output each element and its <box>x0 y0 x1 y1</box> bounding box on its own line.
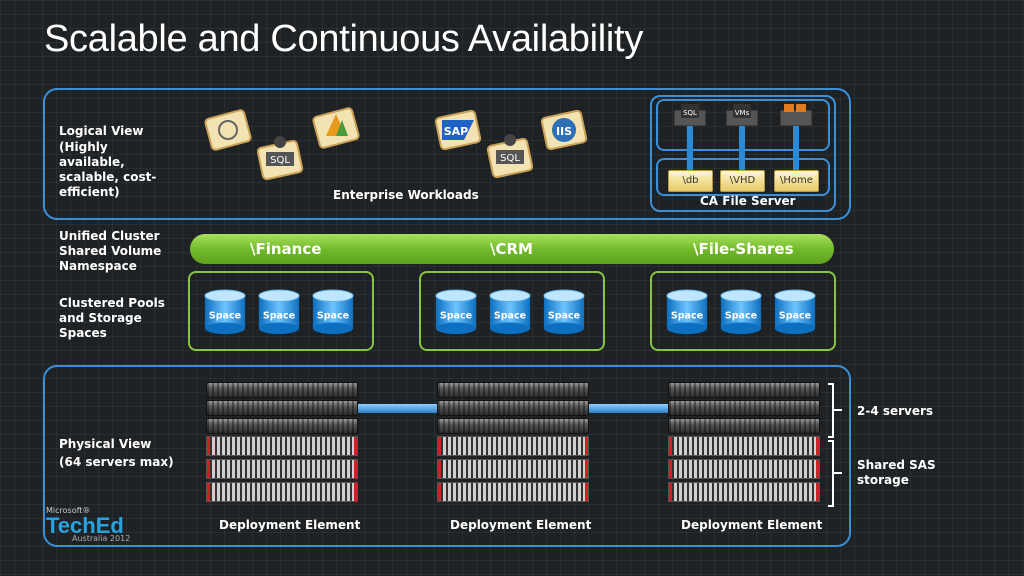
physical-view-description: (64 servers max) <box>59 455 174 469</box>
servers-label: 2-4 servers <box>857 404 934 418</box>
interconnect-link <box>588 404 670 413</box>
share-icon-label: VMs <box>735 109 750 117</box>
storage-enclosure <box>206 459 358 479</box>
share-connectors: SQL VMs <box>673 104 813 172</box>
logical-view-label: Logical View <box>59 124 144 138</box>
shared-sas-label: Shared SAS storage <box>857 458 936 487</box>
storage-space: Space <box>312 289 354 334</box>
server-unit <box>206 418 358 434</box>
ca-file-server-panel <box>650 95 836 212</box>
storage-bracket <box>828 440 834 507</box>
workload-sharepoint-icon <box>312 107 360 149</box>
server-unit <box>668 418 820 434</box>
storage-space-label: Space <box>263 311 296 322</box>
logo-name: TechEd <box>46 513 124 538</box>
storage-pool <box>188 271 374 351</box>
storage-enclosure <box>206 436 358 456</box>
deployment-element <box>206 382 358 505</box>
logo-brand: Microsoft® <box>46 506 91 515</box>
server-unit <box>206 400 358 416</box>
server-unit <box>206 382 358 398</box>
storage-space-label: Space <box>440 311 473 322</box>
server-unit <box>437 400 589 416</box>
storage-space: Space <box>774 289 816 334</box>
deployment-element-label: Deployment Element <box>681 518 823 532</box>
storage-space: Space <box>720 289 762 334</box>
share-folder-vhd: \VHD <box>720 170 765 192</box>
server-unit <box>437 382 589 398</box>
storage-space: Space <box>666 289 708 334</box>
physical-view-label: Physical View <box>59 437 152 451</box>
workload-sql-icon: SQL <box>256 136 304 181</box>
bracket-tick <box>834 472 842 474</box>
deployment-element <box>437 382 589 505</box>
storage-space-label: Space <box>317 311 350 322</box>
storage-enclosure <box>206 482 358 502</box>
storage-space-label: Space <box>209 311 242 322</box>
teched-logo: Microsoft® TechEd Australia 2012 <box>46 506 130 543</box>
share-server-icon-sql: SQL <box>673 104 707 172</box>
storage-pool <box>419 271 605 351</box>
share-icon-label: SQL <box>683 109 697 117</box>
page-title: Scalable and Continuous Availability <box>44 18 644 60</box>
server-unit <box>437 418 589 434</box>
share-folder-home: \Home <box>774 170 819 192</box>
logical-view-description: (Highly available, scalable, cost-effici… <box>59 140 157 199</box>
storage-space-label: Space <box>548 311 581 322</box>
deployment-element-label: Deployment Element <box>450 518 592 532</box>
logo-sub: Australia 2012 <box>72 534 131 543</box>
workload-label: SQL <box>270 155 290 166</box>
storage-enclosure <box>668 436 820 456</box>
namespace-crm: \CRM <box>490 240 533 258</box>
namespace-label: Unified Cluster Shared Volume Namespace <box>59 229 162 273</box>
storage-space: Space <box>435 289 477 334</box>
storage-space: Space <box>258 289 300 334</box>
enterprise-workloads-label: Enterprise Workloads <box>333 188 479 202</box>
server-unit <box>668 400 820 416</box>
pools-label: Clustered Pools and Storage Spaces <box>59 296 165 340</box>
workload-label: SQL <box>500 153 520 164</box>
storage-enclosure <box>668 459 820 479</box>
share-server-icon-vms: VMs <box>725 104 759 172</box>
workload-iis-icon: IIS <box>540 109 588 151</box>
storage-space-label: Space <box>671 311 704 322</box>
storage-space: Space <box>489 289 531 334</box>
share-server-icon-home <box>779 104 813 172</box>
storage-space: Space <box>204 289 246 334</box>
storage-space-label: Space <box>725 311 758 322</box>
workload-label: IIS <box>556 125 572 138</box>
server-unit <box>668 382 820 398</box>
workload-sap-icon: SAP <box>434 109 482 151</box>
interconnect-link <box>358 404 440 413</box>
deployment-element-label: Deployment Element <box>219 518 361 532</box>
workload-generic-icon <box>204 109 252 151</box>
servers-bracket <box>828 383 834 438</box>
physical-view-panel <box>43 365 851 547</box>
namespace-bar: \Finance \CRM \File-Shares <box>190 234 834 264</box>
storage-space-label: Space <box>779 311 812 322</box>
storage-space-label: Space <box>494 311 527 322</box>
workload-sql-icon: SQL <box>486 134 534 179</box>
storage-enclosure <box>437 436 589 456</box>
deployment-element <box>668 382 820 505</box>
workloads-icons: SQL SAP SQL IIS <box>204 107 588 181</box>
storage-enclosure <box>437 459 589 479</box>
share-folder-db: \db <box>668 170 713 192</box>
storage-space: Space <box>543 289 585 334</box>
ca-file-server-label: CA File Server <box>700 194 796 208</box>
namespace-file-shares: \File-Shares <box>693 240 794 258</box>
storage-enclosure <box>668 482 820 502</box>
namespace-finance: \Finance <box>250 240 322 258</box>
logical-view-panel <box>43 88 851 220</box>
bracket-tick <box>834 409 842 411</box>
storage-pool <box>650 271 836 351</box>
workload-label: SAP <box>444 125 469 138</box>
storage-enclosure <box>437 482 589 502</box>
